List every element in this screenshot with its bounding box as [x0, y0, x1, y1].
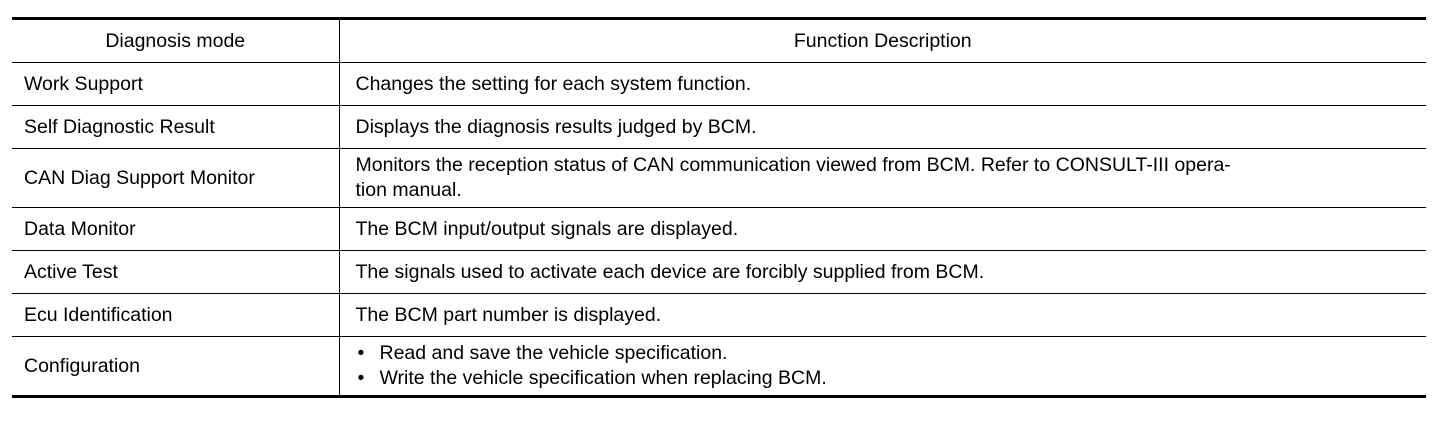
- diagnosis-mode-table: Diagnosis mode Function Description Work…: [12, 17, 1426, 398]
- description-cell: Read and save the vehicle specification.…: [339, 337, 1426, 397]
- table-row: Configuration Read and save the vehicle …: [12, 336, 1426, 397]
- diagnosis-mode-table-container: Diagnosis mode Function Description Work…: [12, 17, 1426, 398]
- header-diagnosis-mode: Diagnosis mode: [12, 18, 340, 63]
- bullet-item: Read and save the vehicle specification.: [356, 341, 1415, 366]
- mode-cell: Data Monitor: [12, 207, 340, 251]
- mode-cell: Configuration: [12, 336, 340, 397]
- description-cell: Monitors the reception status of CAN com…: [339, 148, 1426, 208]
- table-row: Data Monitor The BCM input/output signal…: [12, 207, 1426, 251]
- description-cell: Changes the setting for each system func…: [339, 62, 1426, 106]
- table-header-row: Diagnosis mode Function Description: [12, 18, 1426, 63]
- description-cell: The BCM input/output signals are display…: [339, 207, 1426, 251]
- description-line: Monitors the reception status of CAN com…: [355, 154, 1231, 176]
- description-line: tion manual.: [355, 179, 462, 201]
- mode-cell: Work Support: [12, 62, 340, 106]
- mode-cell: Ecu Identification: [12, 293, 340, 337]
- description-cell: The BCM part number is displayed.: [339, 293, 1426, 337]
- table-row: Work Support Changes the setting for eac…: [12, 62, 1426, 106]
- description-cell: Displays the diagnosis results judged by…: [339, 105, 1426, 149]
- table-row: CAN Diag Support Monitor Monitors the re…: [12, 148, 1426, 208]
- bullet-list: Read and save the vehicle specification.…: [356, 341, 1415, 391]
- table-row: Ecu Identification The BCM part number i…: [12, 293, 1426, 337]
- mode-cell: Active Test: [12, 250, 340, 294]
- mode-cell: Self Diagnostic Result: [12, 105, 340, 149]
- description-cell: The signals used to activate each device…: [339, 250, 1426, 294]
- header-function-description: Function Description: [339, 18, 1426, 63]
- mode-cell: CAN Diag Support Monitor: [12, 148, 340, 208]
- bullet-item: Write the vehicle specification when rep…: [356, 366, 1415, 391]
- table-row: Self Diagnostic Result Displays the diag…: [12, 105, 1426, 149]
- table-row: Active Test The signals used to activate…: [12, 250, 1426, 294]
